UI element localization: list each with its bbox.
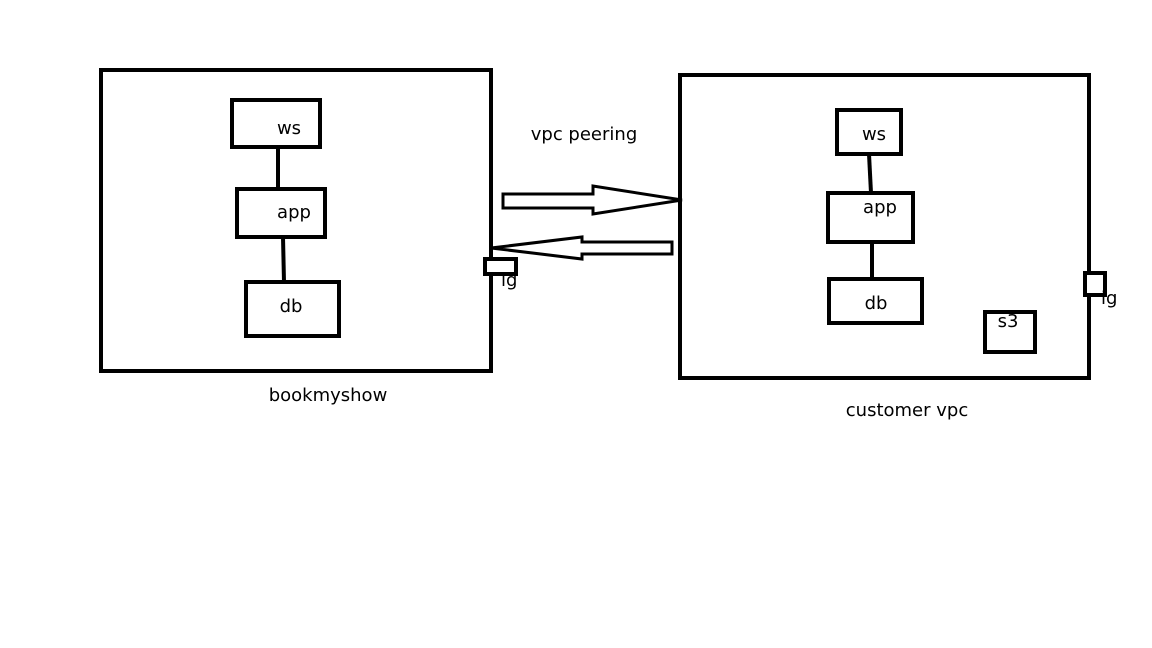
vpc-bookmyshow-boundary	[99, 68, 493, 373]
db-box	[244, 280, 341, 338]
vpc-customer-name: customer vpc	[846, 400, 968, 421]
ws-label: ws	[277, 118, 301, 139]
peering-label: vpc peering	[531, 124, 638, 145]
app-label: app	[277, 202, 311, 223]
db-label: db	[865, 293, 888, 314]
peering-arrow-right	[501, 184, 683, 216]
vpc-peering-connection: vpc peering	[490, 124, 683, 261]
ws-box	[835, 108, 903, 156]
app-box	[826, 191, 915, 244]
peering-arrow-left	[490, 235, 674, 261]
s3-label: s3	[998, 311, 1019, 332]
app-box	[235, 187, 327, 239]
vpc-customer: ws app db s3 ig customer vpc	[678, 73, 1117, 421]
internet-gateway-box	[483, 257, 518, 276]
internet-gateway-box	[1083, 271, 1107, 297]
app-db-connector	[281, 236, 286, 283]
db-box	[827, 277, 924, 325]
ws-label: ws	[862, 124, 886, 145]
vpc-bookmyshow: ws app db ig bookmyshow	[99, 68, 518, 406]
db-label: db	[280, 296, 303, 317]
internet-gateway-label: ig	[501, 270, 517, 291]
app-label: app	[863, 197, 897, 218]
s3-box	[983, 310, 1037, 354]
internet-gateway-label: ig	[1101, 288, 1117, 309]
vpc-customer-boundary	[678, 73, 1091, 380]
ws-app-connector	[867, 153, 873, 194]
vpc-bookmyshow-name: bookmyshow	[269, 385, 388, 406]
